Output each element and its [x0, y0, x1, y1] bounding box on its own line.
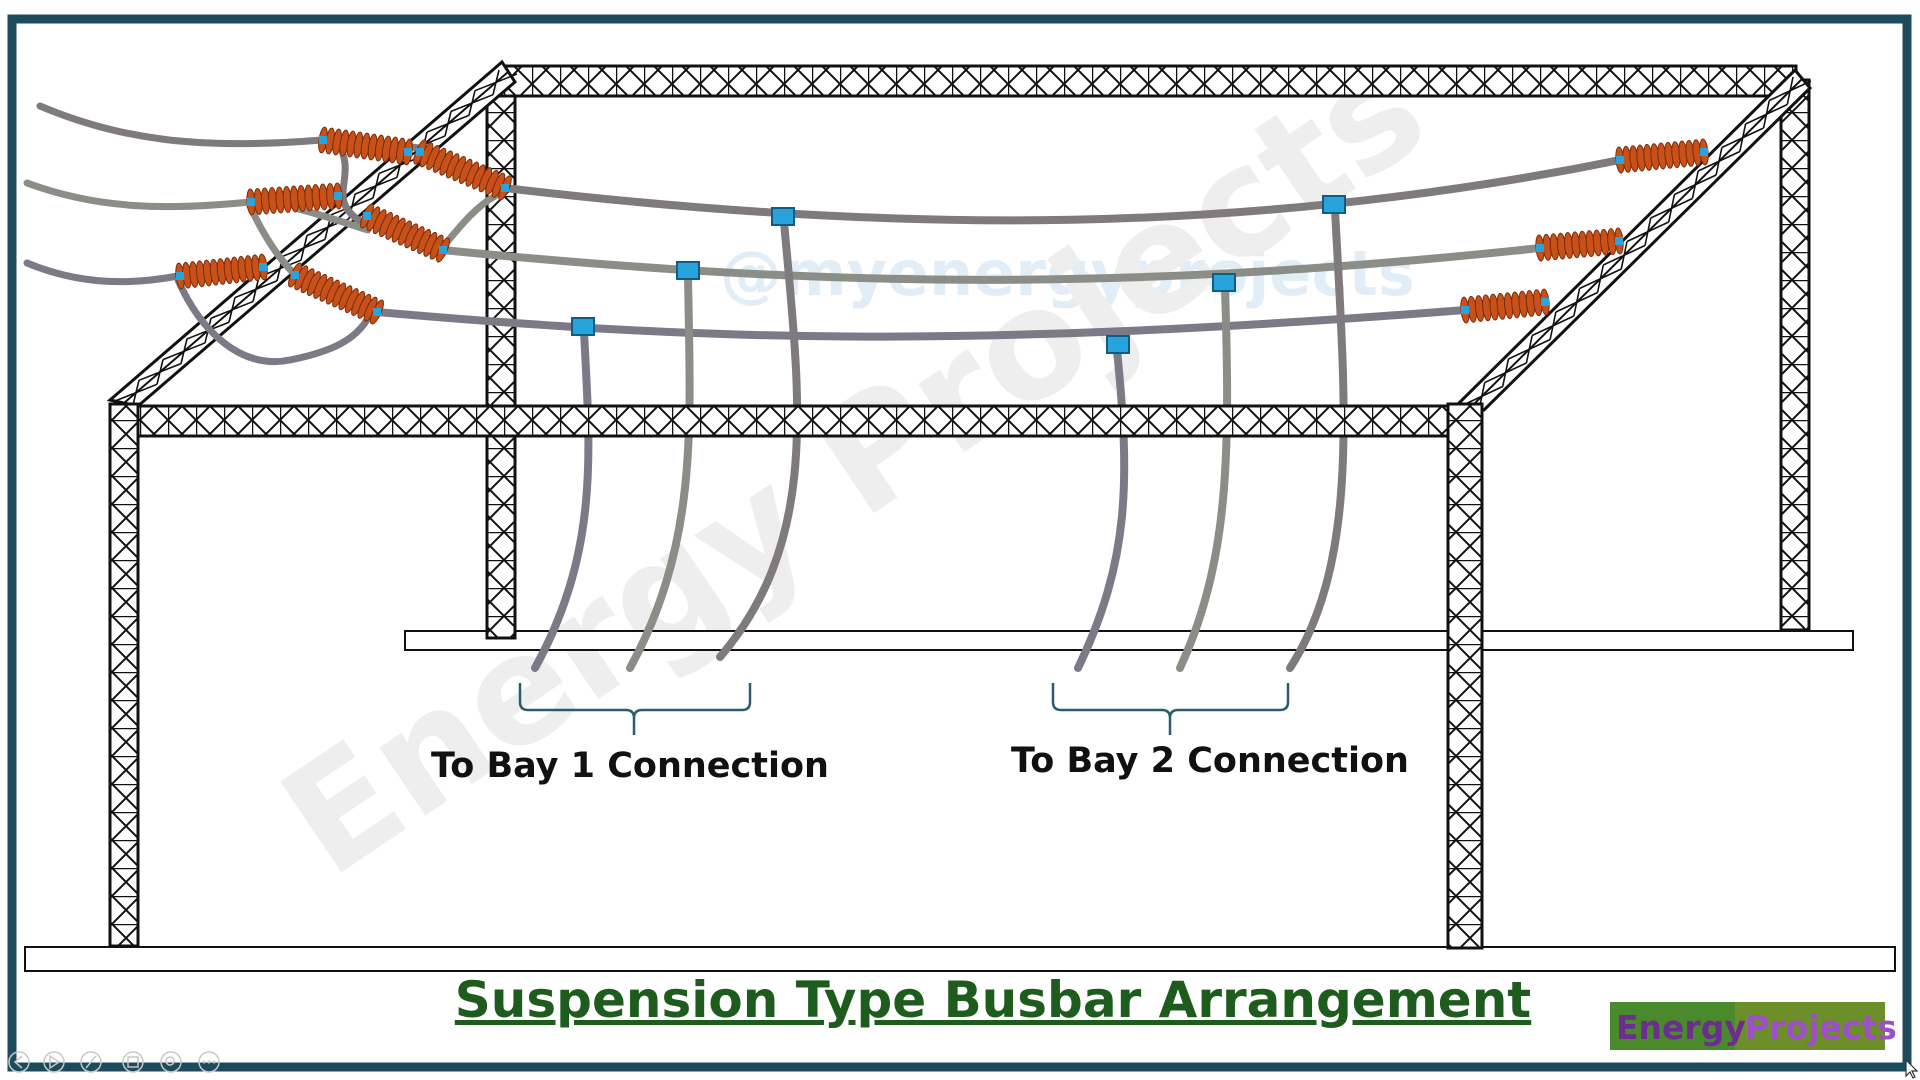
diagram-title: Suspension Type Busbar Arrangement: [455, 971, 1531, 1029]
incoming-line-1: [36, 102, 326, 148]
insulator-left-3: [288, 262, 384, 325]
slide-play-icon[interactable]: [43, 1051, 65, 1073]
clamp-bay1-c: [771, 207, 795, 226]
dropper-bay1-b: [626, 271, 694, 672]
insulator-strings: [175, 126, 1709, 325]
slide-controls: [8, 1051, 220, 1073]
slide-prev-icon[interactable]: [8, 1051, 30, 1073]
insulator-left-2: [360, 203, 450, 263]
insulator-in-2: [246, 182, 343, 216]
bay2-label: To Bay 2 Connection: [1011, 741, 1409, 781]
insulator-right-2: [1535, 227, 1624, 262]
insulator-right-3: [1460, 288, 1550, 324]
dropper-bay2-c: [1286, 206, 1348, 672]
energy-projects-logo: Energy Projects: [1610, 1002, 1897, 1050]
clamp-bay1-b: [676, 261, 700, 280]
busbar-1: [501, 156, 1624, 225]
rear-platform: [404, 630, 1854, 651]
logo-word-energy: Energy: [1616, 1008, 1746, 1047]
cursor-icon: [1905, 1058, 1919, 1079]
clamp-bay1-a: [571, 317, 595, 336]
incoming-line-2: [23, 179, 254, 211]
bay2-bracket: [1051, 683, 1290, 735]
dropper-bay1-a: [531, 328, 593, 672]
bay1-bracket: [518, 683, 752, 735]
busbar-conductors: [23, 102, 1624, 672]
clamp-bay2-b: [1212, 273, 1236, 292]
back-left-column-lower: [485, 434, 517, 640]
front-right-column: [1446, 402, 1484, 950]
slide-border: [7, 14, 1912, 1072]
clamp-bay2-c: [1322, 195, 1346, 214]
insulator-in-3: [175, 253, 268, 290]
busbar-2: [438, 244, 1544, 284]
insulator-left-1: [413, 139, 512, 201]
busbar-3: [373, 306, 1469, 341]
incoming-line-3: [23, 259, 182, 286]
insulator-right-1: [1615, 138, 1709, 174]
ground-strip: [24, 946, 1896, 972]
front-top-beam: [125, 404, 1479, 438]
logo-word-projects: Projects: [1745, 1008, 1897, 1047]
dropper-bay1-c: [716, 218, 802, 661]
right-diagonal-girder: [1452, 67, 1813, 412]
bay1-label: To Bay 1 Connection: [431, 746, 829, 786]
dropper-bay2-b: [1176, 283, 1232, 672]
dropper-bay2-a: [1074, 346, 1129, 672]
slide-more-icon[interactable]: [198, 1051, 220, 1073]
bus-clamps: [571, 195, 1346, 354]
slide-zoom-icon[interactable]: [160, 1051, 182, 1073]
front-left-column: [108, 402, 140, 948]
back-right-column: [1779, 78, 1811, 632]
back-top-beam: [498, 64, 1798, 98]
slide-grid-icon[interactable]: [122, 1051, 144, 1073]
jumper-3: [174, 276, 376, 365]
slide-pen-icon[interactable]: [80, 1051, 102, 1073]
clamp-bay2-a: [1106, 335, 1130, 354]
insulator-in-1: [318, 126, 413, 166]
